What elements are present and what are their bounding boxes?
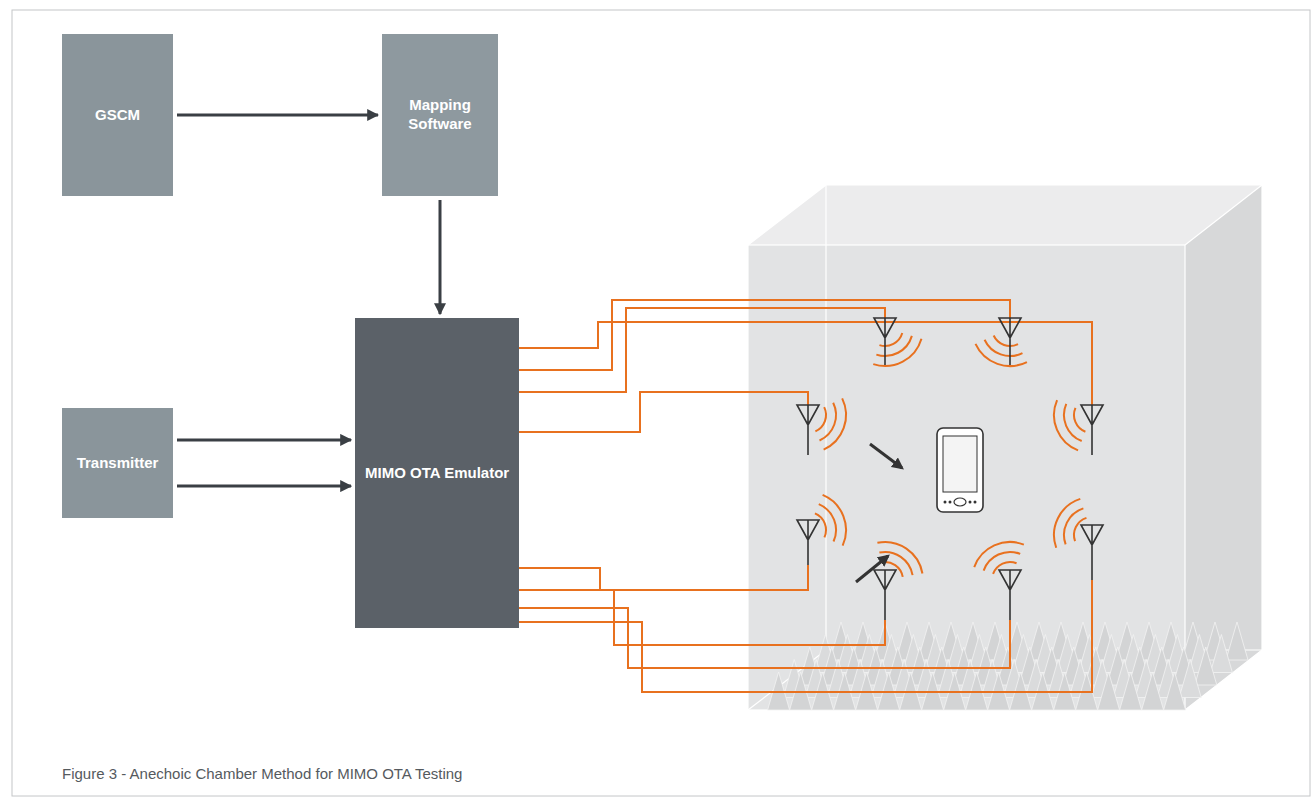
radio-wave (994, 336, 1018, 346)
radio-wave (974, 542, 1024, 567)
radio-wave (1074, 518, 1086, 541)
antenna-cable (518, 580, 1092, 692)
chamber-front (748, 245, 1185, 710)
radio-wave (984, 552, 1021, 571)
chamber-side (1185, 185, 1262, 710)
antenna-cable (518, 392, 808, 432)
radio-wave (1054, 499, 1080, 548)
device-under-test (937, 428, 983, 512)
antenna-symbol (1081, 405, 1103, 455)
antenna-symbol (999, 570, 1021, 620)
antennas (797, 318, 1103, 620)
radio-waves (815, 333, 1087, 577)
radio-wave (823, 495, 846, 546)
absorber-pyramids (768, 622, 1248, 710)
radio-wave (993, 562, 1017, 574)
radio-wave (975, 344, 1026, 366)
antenna-symbol (1081, 525, 1103, 580)
absorber-pyramid (1120, 672, 1142, 710)
box-label: GSCM (95, 106, 140, 125)
absorber-pyramid (1098, 672, 1120, 710)
software-box: Mapping Software (382, 34, 498, 196)
chamber-edges (748, 185, 1262, 710)
antenna-cable (518, 565, 808, 590)
radio-wave (876, 336, 912, 356)
absorber-pyramid (1179, 660, 1201, 698)
box-label: MIMO OTA Emulator (365, 464, 509, 483)
figure-caption: Figure 3 - Anechoic Chamber Method for M… (62, 765, 462, 782)
emulator-box: MIMO OTA Emulator (355, 318, 519, 628)
absorber-pyramid (1195, 647, 1217, 685)
radio-wave (819, 504, 836, 541)
antenna-cable (518, 590, 885, 645)
flow-arrow (177, 438, 351, 441)
antenna-symbol (797, 520, 819, 565)
chamber-top (748, 185, 1262, 245)
antenna-symbol (874, 570, 896, 620)
antenna-symbol (874, 318, 896, 365)
antenna-cable (518, 608, 1010, 668)
absorber-pyramid (1142, 672, 1164, 710)
model-box: GSCM (62, 34, 173, 196)
flow-arrow (439, 200, 442, 314)
absorber-pyramid (1210, 635, 1232, 673)
wave-direction-arrows (856, 444, 902, 582)
absorber-pyramid (1164, 672, 1186, 710)
antenna-cable (518, 300, 1010, 370)
radio-wave (985, 340, 1023, 356)
radio-wave (1054, 400, 1078, 450)
radio-wave (1064, 404, 1082, 441)
antenna-cable (518, 308, 885, 392)
flow-arrow (177, 114, 378, 117)
flow-arrow (177, 485, 351, 488)
radio-wave (815, 407, 826, 431)
transmitter-box: Transmitter (62, 408, 173, 518)
radio-wave (820, 403, 836, 441)
figure-frame (12, 10, 1310, 796)
radio-wave (1064, 508, 1083, 544)
absorber-pyramid (1226, 622, 1248, 660)
box-label: Mapping Software (390, 96, 490, 134)
radio-wave (824, 398, 846, 449)
antenna-symbol (999, 318, 1021, 365)
antenna-cables (518, 300, 1092, 692)
antenna-symbol (797, 405, 819, 455)
box-label: Transmitter (77, 454, 159, 473)
radio-wave (873, 339, 921, 366)
